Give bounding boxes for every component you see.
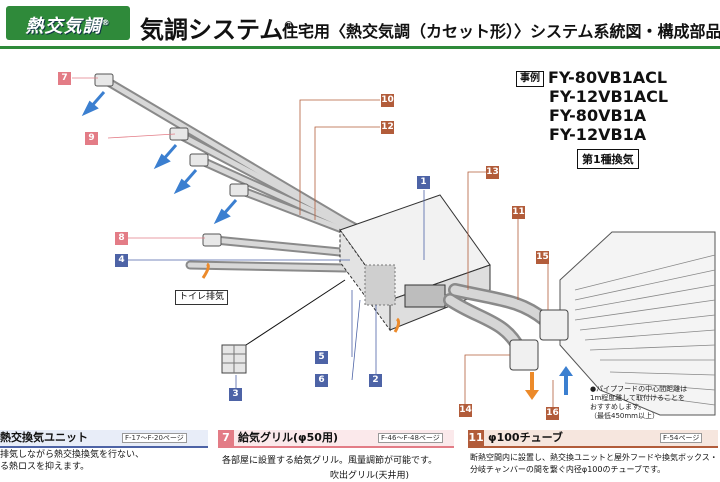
label-8: 8 (115, 232, 128, 245)
section-title: φ100チューブ (488, 431, 563, 444)
header-divider (0, 46, 720, 49)
section-number: 11 (468, 430, 484, 446)
section-description: 断熱空間内に設置し、熱交換ユニットと屋外フードや換気ボックス・ (470, 453, 718, 462)
section-description: 排気しながら熱交換換気を行ない、 (0, 450, 145, 460)
section-description: 分岐チャンバーの間を繋ぐ内径φ100のチューブです。 (470, 465, 666, 474)
page-reference: F-54ページ (660, 433, 703, 443)
model-item: FY-12VB1ACL (549, 87, 669, 106)
label-7: 7 (58, 72, 71, 85)
ventilation-type-badge: 第1種換気 (577, 149, 639, 169)
label-11: 11 (512, 206, 525, 219)
label-2: 2 (369, 374, 382, 387)
system-title: 気調システム® (140, 10, 294, 45)
logo-mark: ® (101, 18, 111, 27)
page-header: 熱交気調® 気調システム® 住宅用〈熱交気調（カセット形）〉システム系統図・構成… (0, 0, 720, 52)
exhaust-duct-line (245, 279, 346, 346)
section-title: 給気グリル(φ50用) (238, 431, 338, 444)
grille-fittings (94, 73, 249, 247)
system-diagram (72, 73, 716, 416)
logo-text: 熱交気調 (25, 16, 102, 37)
section-tube: 11 φ100チューブ F-54ページ (468, 430, 718, 448)
note-line: 1m程度離して取付けることを (590, 394, 686, 402)
label-15: 15 (536, 251, 549, 264)
label-10: 10 (381, 94, 394, 107)
section-description: 各部屋に設置する給気グリル。風量調節が可能です。 (222, 456, 438, 466)
page-reference: F-46〜F-48ページ (378, 433, 443, 443)
page-reference: F-17〜F-20ページ (122, 433, 187, 443)
label-4: 4 (115, 254, 128, 267)
note-line: おすすめします。 (590, 403, 646, 411)
model-item: FY-12VB1A (549, 125, 647, 144)
wall-exhaust-grille (221, 344, 247, 374)
outdoor-arrows (525, 366, 573, 400)
supply-arrows (81, 91, 238, 225)
section-unit: 熱交換気ユニット F-17〜F-20ページ (0, 430, 208, 448)
supply-ducts (100, 75, 381, 273)
system-mark: ® (283, 19, 295, 32)
section-description: る熱ロスを抑えます。 (0, 462, 90, 472)
label-14: 14 (459, 404, 472, 417)
label-16: 16 (546, 407, 559, 420)
label-9: 9 (85, 132, 98, 145)
label-1: 1 (417, 176, 430, 189)
toilet-exhaust-label: トイレ排気 (175, 290, 229, 305)
model-item: FY-80VB1A (549, 106, 647, 125)
leader-lines (72, 77, 554, 413)
section-description: 吹出グリル(天井用) (330, 471, 410, 481)
example-badge: 事例 (516, 70, 544, 87)
label-13: 13 (486, 166, 499, 179)
hood-spacing-note: ●パイプフードの中心間距離は 1m程度離して取付けることを おすすめします。 （… (590, 385, 720, 421)
section-number: 7 (218, 430, 234, 446)
label-3: 3 (229, 388, 242, 401)
label-12: 12 (381, 121, 394, 134)
model-item: FY-80VB1ACL (548, 68, 668, 87)
section-title: 熱交換気ユニット (0, 431, 88, 444)
page-subtitle: 住宅用〈熱交気調（カセット形）〉システム系統図・構成部品例 (282, 22, 720, 41)
note-line: （最低450mm以上） (590, 412, 659, 420)
section-supply-grille: 7 給気グリル(φ50用) F-46〜F-48ページ (218, 430, 454, 448)
note-line: ●パイプフードの中心間距離は (590, 385, 688, 393)
label-6: 6 (315, 374, 328, 387)
exterior-wall (559, 231, 716, 416)
section-heading: 11 φ100チューブ (468, 430, 563, 446)
brand-logo: 熱交気調® (6, 6, 130, 40)
label-5: 5 (315, 351, 328, 364)
section-heading: 7 給気グリル(φ50用) (218, 430, 338, 446)
exhaust-arrows (201, 262, 401, 333)
system-name: 気調システム (140, 16, 284, 44)
heat-exchange-unit (339, 194, 491, 332)
